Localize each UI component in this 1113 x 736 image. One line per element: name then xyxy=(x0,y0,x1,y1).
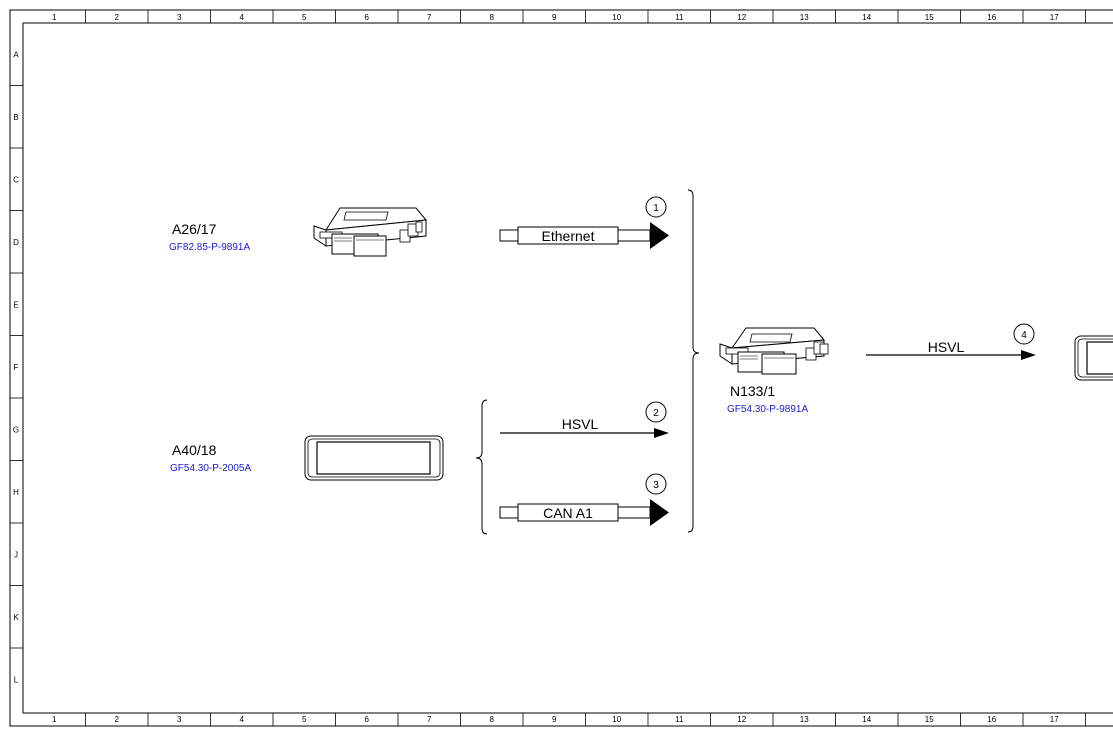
grid-row-label: D xyxy=(13,238,19,247)
grid-column-label: 5 xyxy=(302,715,307,724)
grid-column-label: 6 xyxy=(365,13,370,22)
signal-label: HSVL xyxy=(928,339,965,355)
grid-column-label: 9 xyxy=(552,13,557,22)
a26-17-code: A26/17 xyxy=(172,221,217,237)
grid-column-label: 6 xyxy=(365,715,370,724)
grid-column-label: 15 xyxy=(925,13,934,22)
grid-column-label: 10 xyxy=(612,715,621,724)
grid-column-label: 13 xyxy=(800,715,809,724)
n133-1-code: N133/1 xyxy=(730,383,775,399)
callout-number: 4 xyxy=(1021,330,1027,341)
signal-label: CAN A1 xyxy=(543,505,593,521)
grid-row-label: G xyxy=(13,425,19,434)
control-unit-icon xyxy=(313,207,427,257)
callout-circle xyxy=(645,473,667,495)
grid-row-label: K xyxy=(13,613,19,622)
bus-arrow xyxy=(499,222,669,249)
signal-label: HSVL xyxy=(562,416,599,432)
grid-column-label: 14 xyxy=(862,715,871,724)
signal-label: Ethernet xyxy=(542,228,595,244)
drawing-frame xyxy=(9,9,1113,727)
grid-column-label: 16 xyxy=(987,715,996,724)
a26-17-component[interactable]: A26/17 GF82.85-P-9891A xyxy=(169,207,427,257)
grid-column-label: 1 xyxy=(52,715,57,724)
grid-column-label: 12 xyxy=(737,13,746,22)
grid-row-label: E xyxy=(13,300,18,309)
signal-2-hsvl[interactable]: HSVL 2 xyxy=(500,401,669,438)
grid-column-label: 4 xyxy=(240,715,245,724)
signal-3-can-a1[interactable]: CAN A1 3 xyxy=(499,473,669,526)
n133-1-doc-link[interactable]: GF54.30-P-9891A xyxy=(727,404,808,415)
grid-column-label: 13 xyxy=(800,13,809,22)
control-unit-icon xyxy=(719,327,829,375)
grid-column-label: 5 xyxy=(302,13,307,22)
left-brace xyxy=(475,399,488,535)
grid-column-label: 8 xyxy=(490,715,495,724)
grid-column-label: 11 xyxy=(675,715,684,724)
grid-column-label: 17 xyxy=(1050,715,1059,724)
grid-column-label: 7 xyxy=(427,13,432,22)
grid-row-label: F xyxy=(14,363,19,372)
signal-4-hsvl[interactable]: HSVL 4 xyxy=(866,323,1036,360)
grid-column-label: 2 xyxy=(115,13,120,22)
grid-column-label: 11 xyxy=(675,13,684,22)
signal-1-ethernet[interactable]: Ethernet 1 xyxy=(499,196,669,249)
callout-number: 2 xyxy=(653,408,659,419)
arrowhead xyxy=(654,428,669,438)
callout-circle xyxy=(645,401,667,423)
callout-number: 1 xyxy=(653,203,659,214)
grid-column-label: 1 xyxy=(52,13,57,22)
n133-1-component[interactable]: N133/1 GF54.30-P-9891A xyxy=(719,327,829,415)
grid-column-label: 15 xyxy=(925,715,934,724)
callout-number: 3 xyxy=(653,480,659,491)
grid-column-label: 17 xyxy=(1050,13,1059,22)
grid-row-label: B xyxy=(13,113,18,122)
bus-arrow xyxy=(499,499,669,526)
grid-rows-left: A B C D E F G H J K L xyxy=(10,50,23,684)
callout-circle xyxy=(1013,323,1035,345)
grid-column-label: 8 xyxy=(490,13,495,22)
arrowhead xyxy=(1021,350,1036,360)
a40-18-doc-link[interactable]: GF54.30-P-2005A xyxy=(170,463,251,474)
grid-column-label: 16 xyxy=(987,13,996,22)
a26-17-doc-link[interactable]: GF82.85-P-9891A xyxy=(169,242,250,253)
a40-18-component[interactable]: A40/18 GF54.30-P-2005A xyxy=(170,435,444,481)
display-icon xyxy=(1074,335,1113,381)
callout-circle xyxy=(645,196,667,218)
grid-column-label: 14 xyxy=(862,13,871,22)
grid-column-label: 4 xyxy=(240,13,245,22)
grid-column-label: 9 xyxy=(552,715,557,724)
grid-row-label: A xyxy=(13,50,19,59)
a40-18-code: A40/18 xyxy=(172,442,217,458)
grid-column-label: 3 xyxy=(177,13,182,22)
grid-column-label: 3 xyxy=(177,715,182,724)
grid-column-label: 2 xyxy=(115,715,120,724)
display-icon xyxy=(304,435,444,481)
grid-row-label: J xyxy=(14,550,18,559)
grid-column-label: 10 xyxy=(612,13,621,22)
right-brace xyxy=(687,189,700,533)
grid-column-label: 12 xyxy=(737,715,746,724)
grid-row-label: L xyxy=(14,675,19,684)
grid-row-label: H xyxy=(13,488,19,497)
grid-column-label: 7 xyxy=(427,715,432,724)
grid-row-label: C xyxy=(13,175,19,184)
